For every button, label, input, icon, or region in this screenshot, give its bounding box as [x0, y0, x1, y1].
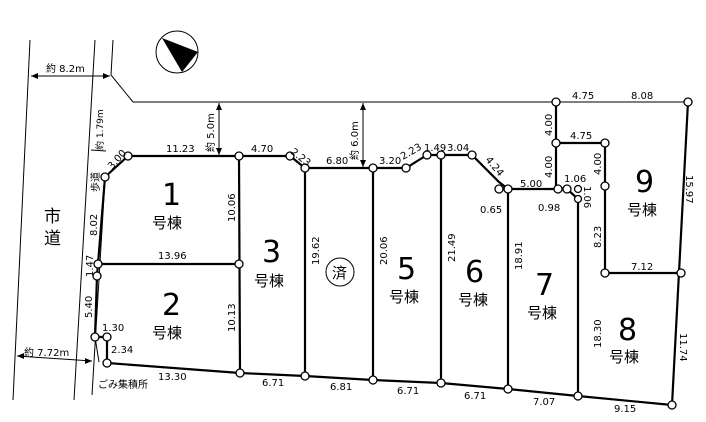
- lot-5-number: 5: [397, 252, 416, 287]
- road-label: 道: [44, 229, 61, 249]
- dim-label: 1.06: [564, 174, 586, 185]
- dim-label: 18.30: [593, 319, 604, 348]
- lot-2-suffix: 号棟: [152, 324, 182, 342]
- dim-label: 4.00: [544, 156, 555, 178]
- lot-3-suffix: 号棟: [254, 272, 284, 290]
- dim-label: 11.74: [677, 333, 688, 362]
- dim-label: 15.97: [683, 175, 694, 204]
- dim-label: 4.24: [483, 155, 506, 179]
- dim-label: 13.96: [158, 251, 187, 262]
- lot9-boundary: [556, 141, 681, 275]
- dim-label: 5.40: [84, 296, 95, 318]
- dim-label: 6.81: [330, 382, 352, 393]
- dim-label: 20.06: [379, 236, 390, 265]
- lot-6-number: 6: [465, 255, 484, 290]
- lot-7-suffix: 号棟: [527, 304, 557, 322]
- setback-1-label: 約 5.0m: [204, 113, 217, 152]
- dim-label: 3.00: [106, 148, 129, 172]
- dim-label: 19.62: [311, 236, 322, 265]
- road-width-arrow-bottom: [16, 353, 93, 364]
- sidewalk-width-arrow: [90, 149, 107, 152]
- sidewalk-edge-line: [73, 39, 96, 401]
- dim-label: 10.06: [227, 193, 238, 222]
- garbage-collection-label: ごみ集積所: [98, 378, 148, 391]
- dim-label: 4.75: [570, 131, 592, 142]
- lot-7-number: 7: [535, 268, 554, 303]
- dim-label: 6.71: [464, 391, 486, 402]
- dim-label: 21.49: [447, 233, 458, 262]
- dim-label: 1.47: [85, 255, 96, 277]
- lot-5-suffix: 号棟: [389, 288, 419, 306]
- lot-1-suffix: 号棟: [152, 214, 182, 232]
- dim-label: 13.30: [158, 372, 187, 383]
- setback-2-label: 約 6.0m: [348, 121, 361, 160]
- dim-label: 4.00: [593, 153, 604, 175]
- lot-3-number: 3: [262, 235, 281, 270]
- dim-label: 3.04: [447, 143, 469, 154]
- lot-2-number: 2: [162, 288, 181, 323]
- road-edge-line: [12, 39, 31, 401]
- north-compass-icon: [155, 30, 199, 74]
- dim-label: 6.80: [326, 156, 348, 167]
- dim-label: 0.98: [538, 203, 560, 214]
- road-width-bottom-label: 約 7.72m: [24, 346, 69, 359]
- sidewalk-width-label: 約 1.79m: [94, 109, 106, 150]
- dim-label: 7.12: [631, 262, 653, 273]
- dim-label: 8.23: [593, 226, 604, 248]
- dim-label: 1.49: [424, 143, 446, 154]
- dim-label: 11.23: [166, 144, 195, 155]
- setback-arrow-2: [360, 103, 366, 167]
- dim-label: 18.91: [514, 241, 525, 270]
- lot-4-sold-mark: 済: [332, 264, 347, 282]
- lot-9-number: 9: [635, 165, 654, 200]
- dim-label: 2.34: [111, 345, 133, 356]
- lot-6-suffix: 号棟: [458, 291, 488, 309]
- dim-label: 4.75: [572, 91, 594, 102]
- dim-label: 6.71: [397, 386, 419, 397]
- dim-label: 6.71: [262, 378, 284, 389]
- lot-1-number: 1: [162, 178, 181, 213]
- dim-label: 0.65: [480, 205, 502, 216]
- dim-label: 1.06: [581, 186, 592, 208]
- dim-label: 1.30: [102, 323, 124, 334]
- dim-label: 10.13: [227, 303, 238, 332]
- sidewalk-inner-line: [110, 39, 134, 103]
- dim-label: 8.08: [631, 91, 653, 102]
- dim-label: 7.07: [533, 397, 555, 408]
- setback-arrow-1: [216, 103, 222, 155]
- sold-mark-circle: [325, 257, 355, 287]
- boundary-markers: [90, 97, 693, 410]
- lot-8-suffix: 号棟: [609, 348, 639, 366]
- road-width-top-label: 約 8.2m: [46, 62, 85, 75]
- lot-9-suffix: 号棟: [627, 201, 657, 219]
- dim-label: 5.00: [520, 179, 542, 190]
- road-width-arrow-top: [31, 73, 110, 79]
- dim-label: 9.15: [614, 404, 636, 415]
- dim-label: 8.02: [89, 214, 100, 236]
- dim-label: 3.20: [379, 156, 401, 167]
- road-label: 市: [44, 207, 61, 227]
- sidewalk-label: 歩道: [89, 172, 102, 192]
- dim-label: 4.70: [251, 144, 273, 155]
- lot-8-number: 8: [618, 313, 637, 348]
- dim-label: 4.00: [544, 114, 555, 136]
